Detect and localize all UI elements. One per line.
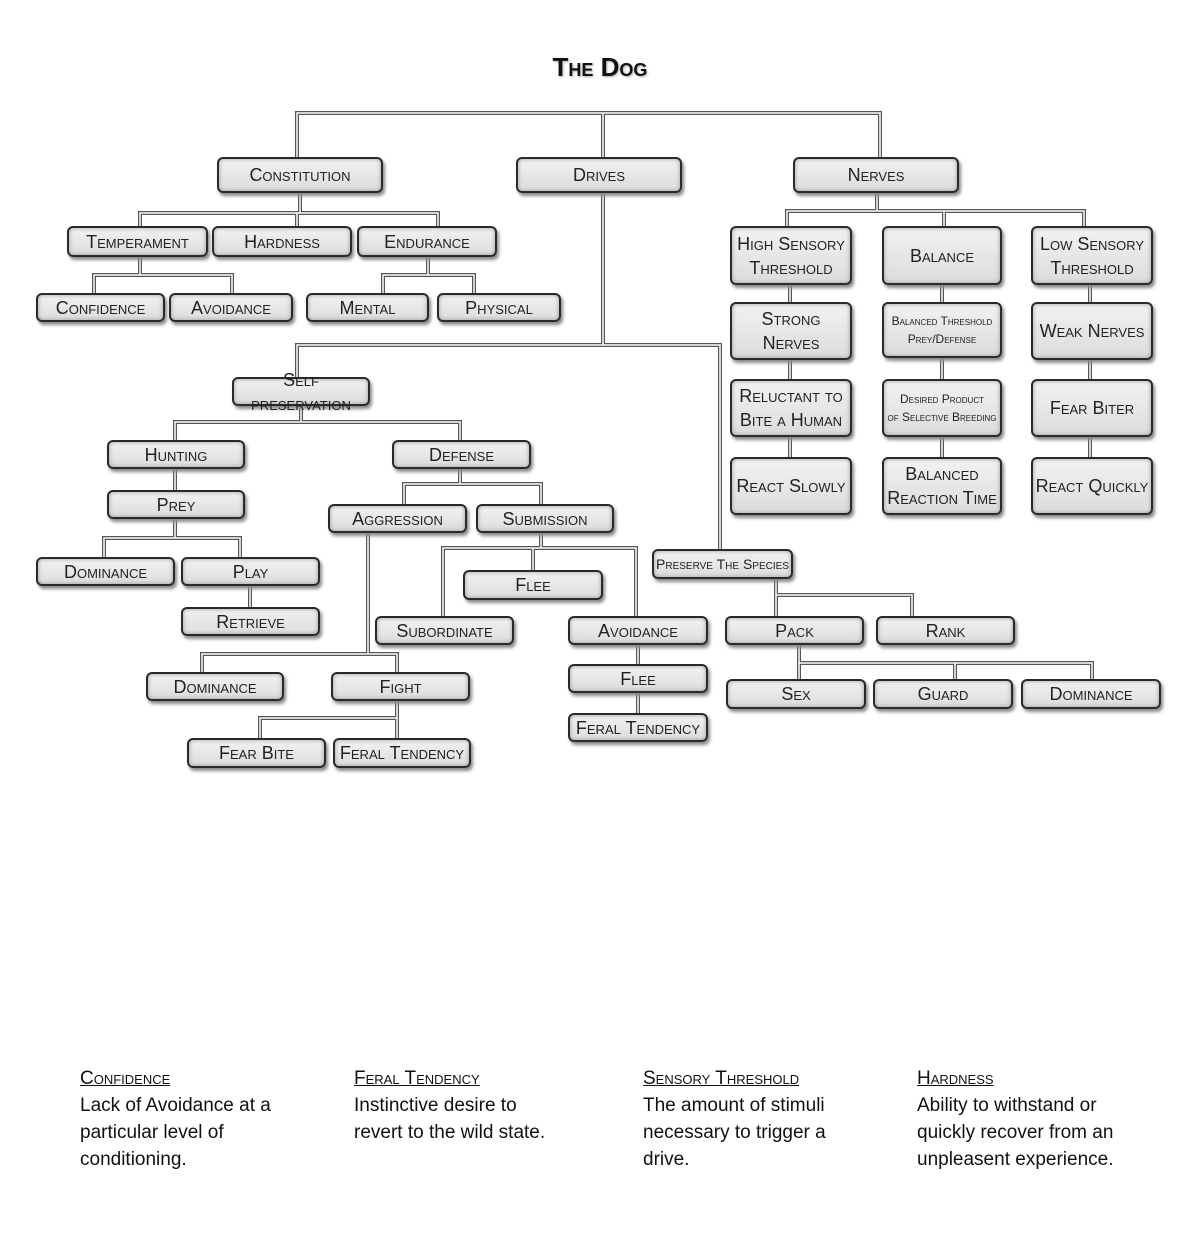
diagram-title: The Dog xyxy=(552,52,648,82)
node-preserve-species: Preserve The Species xyxy=(652,549,793,579)
node-submission: Submission xyxy=(476,504,614,533)
connector-outline xyxy=(785,209,1086,226)
node-flee-sub: Flee xyxy=(463,570,603,600)
node-temperament: Temperament xyxy=(67,226,208,257)
node-constitution: Constitution xyxy=(217,157,383,193)
connector-outline xyxy=(295,111,882,157)
node-self-preservation: Self preservation xyxy=(232,370,370,414)
node-avoidance-temp: Avoidance xyxy=(169,293,293,322)
node-prey: Prey xyxy=(107,490,245,519)
connector-line xyxy=(296,344,721,549)
connector-line xyxy=(259,717,398,738)
node-fear-bite: Fear Bite xyxy=(187,738,326,768)
node-balance: Balance xyxy=(882,226,1002,285)
node-drives: Drives xyxy=(516,157,682,193)
node-avoidance-sub: Avoidance xyxy=(568,616,708,645)
node-rank: Rank xyxy=(876,616,1015,645)
connector-line xyxy=(201,653,398,672)
node-hardness: Hardness xyxy=(212,226,352,257)
node-feral-avoid: Feral Tendency xyxy=(568,713,708,742)
node-feral-fight: Feral Tendency xyxy=(333,738,471,768)
node-mental: Mental xyxy=(306,293,429,322)
legend-definition: The amount of stimuli necessary to trigg… xyxy=(643,1095,826,1170)
legend-definition: Instinctive desire to revert to the wild… xyxy=(354,1095,546,1143)
connector-line xyxy=(382,274,475,293)
connector-outline xyxy=(381,273,476,293)
connector-outline xyxy=(173,420,462,440)
node-pack: Pack xyxy=(725,616,864,645)
connector-outline xyxy=(200,652,399,672)
node-play: Play xyxy=(181,557,320,586)
node-strong-nerves: Strong Nerves xyxy=(730,302,852,360)
connector-outline xyxy=(138,211,440,226)
node-desired-product: Desired Product of Selective Breeding xyxy=(882,379,1002,437)
connector-outline xyxy=(258,716,399,738)
legend-hardness: Hardness Ability to withstand or quickly… xyxy=(917,1065,1117,1173)
connector-line xyxy=(403,483,542,504)
node-nerves: Nerves xyxy=(793,157,959,193)
node-low-sensory: Low Sensory Threshold xyxy=(1031,226,1153,285)
node-react-slowly: React Slowly xyxy=(730,457,852,515)
node-retrieve: Retrieve xyxy=(181,607,320,636)
node-weak-nerves: Weak Nerves xyxy=(1031,302,1153,360)
connector-line xyxy=(174,421,461,440)
connector-line xyxy=(775,594,913,616)
legend-confidence: Confidence Lack of Avoidance at a partic… xyxy=(80,1065,330,1173)
node-guard: Guard xyxy=(873,679,1013,709)
node-flee-avoid: Flee xyxy=(568,664,708,693)
legend-term: Feral Tendency xyxy=(354,1068,480,1089)
connector-line xyxy=(93,274,233,293)
connector-line xyxy=(442,547,637,616)
legend-term: Confidence xyxy=(80,1068,171,1089)
node-dominance-agg: Dominance xyxy=(146,672,284,701)
legend-term: Sensory Threshold xyxy=(643,1068,800,1089)
legend-definition: Ability to withstand or quickly recover … xyxy=(917,1095,1114,1170)
node-subordinate: Subordinate xyxy=(375,616,514,645)
node-defense: Defense xyxy=(392,440,531,469)
node-high-sensory: High Sensory Threshold xyxy=(730,226,852,285)
connector-line xyxy=(139,212,439,226)
connector-line xyxy=(798,662,1093,679)
connector-outline xyxy=(92,273,234,293)
node-hunting: Hunting xyxy=(107,440,245,469)
node-balanced-reaction: Balanced Reaction Time xyxy=(882,457,1002,515)
node-fight: Fight xyxy=(331,672,470,701)
node-aggression: Aggression xyxy=(328,504,467,533)
node-physical: Physical xyxy=(437,293,561,322)
node-fear-biter: Fear Biter xyxy=(1031,379,1153,437)
legend-definition: Lack of Avoidance at a particular level … xyxy=(80,1095,271,1170)
connector-outline xyxy=(774,593,914,616)
node-sex: Sex xyxy=(726,679,866,709)
connector-outline xyxy=(797,661,1094,679)
connector-line xyxy=(786,210,1085,226)
connector-line xyxy=(296,112,881,157)
legend-feral-tendency: Feral Tendency Instinctive desire to rev… xyxy=(354,1065,554,1146)
connector-outline xyxy=(402,482,543,504)
node-reluctant: Reluctant to Bite a Human xyxy=(730,379,852,437)
legend-sensory-threshold: Sensory Threshold The amount of stimuli … xyxy=(643,1065,833,1173)
node-balanced-threshold: Balanced Threshold Prey/Defense xyxy=(882,302,1002,358)
node-confidence: Confidence xyxy=(36,293,165,322)
node-dominance-prey: Dominance xyxy=(36,557,175,586)
node-react-quickly: React Quickly xyxy=(1031,457,1153,515)
connector-outline xyxy=(102,536,242,557)
node-dominance-pack: Dominance xyxy=(1021,679,1161,709)
legend-term: Hardness xyxy=(917,1068,994,1089)
node-endurance: Endurance xyxy=(357,226,497,257)
connector-line xyxy=(103,537,241,557)
